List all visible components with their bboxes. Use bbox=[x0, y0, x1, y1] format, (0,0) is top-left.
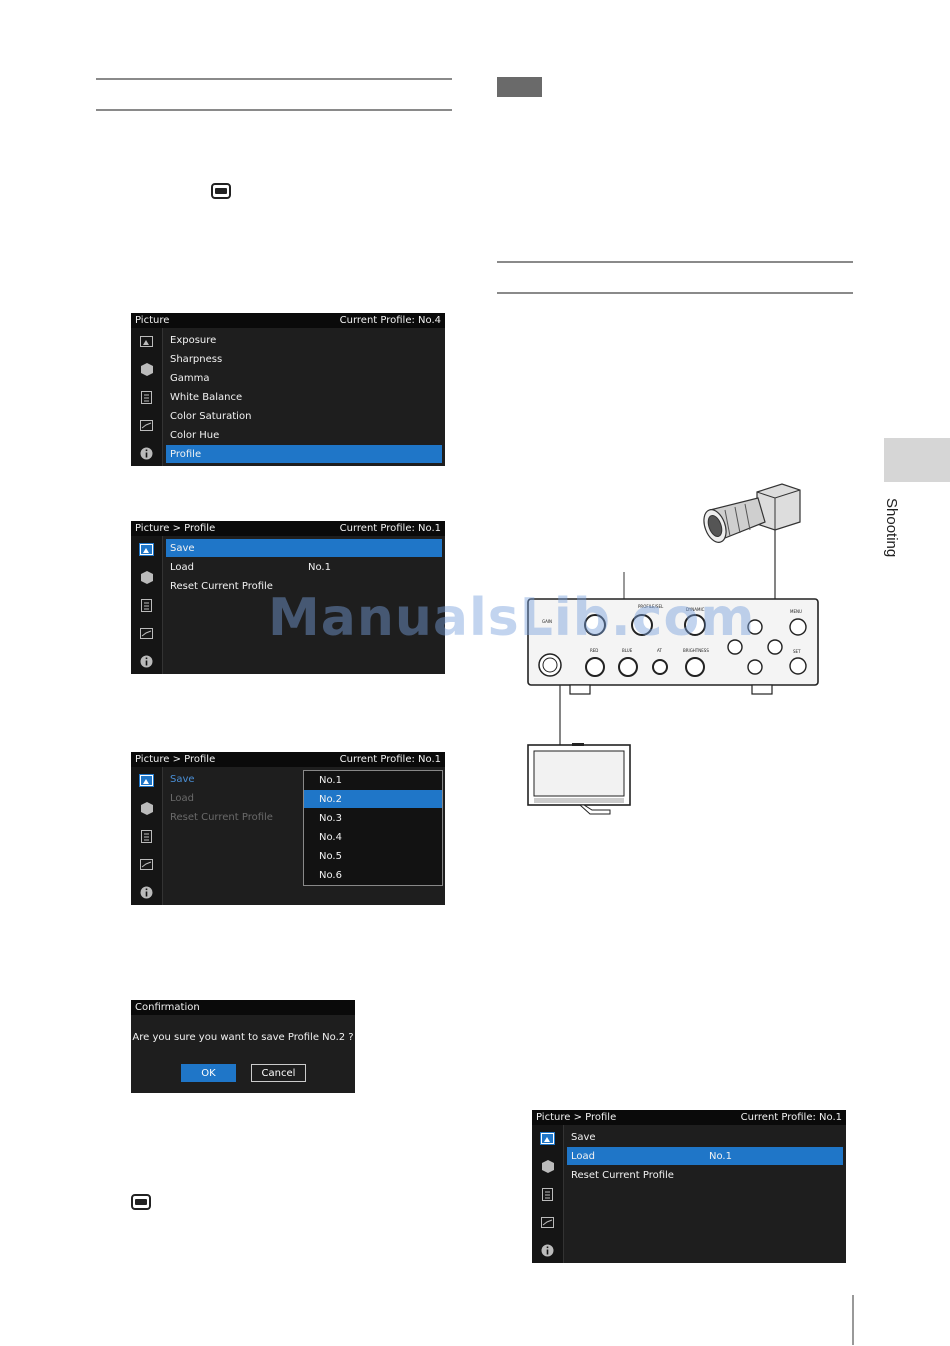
monitor bbox=[527, 743, 631, 815]
screen-title-bar: Picture > Profile Current Profile: No.1 bbox=[131, 752, 445, 767]
label-profile: PROFILE/SEL bbox=[638, 604, 664, 609]
menu-item-load-label: Load bbox=[170, 561, 194, 573]
camera-control-unit: MENU SET GAIN PROFILE/SEL DYNAMIC RED BL… bbox=[527, 598, 819, 695]
info-icon[interactable] bbox=[139, 447, 154, 460]
load-value: No.1 bbox=[709, 1150, 732, 1162]
picture-icon[interactable] bbox=[139, 335, 154, 348]
label-set: SET bbox=[793, 649, 801, 654]
menu-item-load[interactable]: Load bbox=[170, 792, 194, 804]
menu-sidebar bbox=[131, 536, 163, 674]
profile-menu-screen-dropdown: Picture > Profile Current Profile: No.1 … bbox=[131, 752, 445, 905]
current-profile: Current Profile: No.4 bbox=[339, 315, 441, 326]
watermark: ManualsLib.com bbox=[268, 588, 756, 648]
section-rule-bottom-right bbox=[497, 292, 853, 294]
graph-icon[interactable] bbox=[139, 627, 154, 640]
option-no2[interactable]: No.2 bbox=[304, 790, 442, 808]
list-icon[interactable] bbox=[139, 391, 154, 404]
menu-item-save[interactable]: Save bbox=[166, 539, 442, 557]
menu-item-save[interactable]: Save bbox=[170, 773, 195, 785]
label-blue: BLUE bbox=[622, 648, 633, 653]
confirmation-dialog: Confirmation Are you sure you want to sa… bbox=[131, 1000, 355, 1093]
label-red: RED bbox=[590, 648, 598, 653]
profile-menu-screen-save: Picture > Profile Current Profile: No.1 … bbox=[131, 521, 445, 674]
menu-item-sharpness[interactable]: Sharpness bbox=[170, 353, 223, 365]
cube-icon[interactable] bbox=[540, 1160, 555, 1173]
page-edge-rule bbox=[852, 1295, 854, 1345]
menu-item-profile[interactable]: Profile bbox=[166, 445, 442, 463]
menu-item-load-label: Load bbox=[571, 1150, 595, 1162]
section-rule-bottom bbox=[96, 109, 452, 111]
menu-sidebar bbox=[131, 328, 163, 466]
current-profile: Current Profile: No.1 bbox=[740, 1112, 842, 1123]
menu-item-color-saturation[interactable]: Color Saturation bbox=[170, 410, 252, 422]
menu-item-load[interactable]: Load No.1 bbox=[567, 1147, 843, 1165]
profile-menu-screen-load: Picture > Profile Current Profile: No.1 … bbox=[532, 1110, 846, 1263]
label-at: AT bbox=[657, 648, 662, 653]
menu-item-exposure[interactable]: Exposure bbox=[170, 334, 217, 346]
cancel-button[interactable]: Cancel bbox=[251, 1064, 306, 1082]
option-no4[interactable]: No.4 bbox=[319, 831, 342, 843]
load-value: No.1 bbox=[308, 561, 331, 573]
screen-title: Picture > Profile bbox=[135, 523, 216, 534]
label-dynamic: DYNAMIC bbox=[686, 607, 705, 612]
label-brightness: BRIGHTNESS bbox=[683, 648, 709, 653]
label-menu: MENU bbox=[790, 609, 802, 614]
menu-sidebar bbox=[131, 767, 163, 905]
current-profile: Current Profile: No.1 bbox=[339, 523, 441, 534]
menu-sidebar bbox=[532, 1125, 564, 1263]
option-no6[interactable]: No.6 bbox=[319, 869, 342, 881]
picture-icon[interactable] bbox=[540, 1132, 555, 1145]
option-no3[interactable]: No.3 bbox=[319, 812, 342, 824]
ok-button[interactable]: OK bbox=[181, 1064, 236, 1082]
list-icon[interactable] bbox=[540, 1188, 555, 1201]
cube-icon[interactable] bbox=[139, 363, 154, 376]
list-icon[interactable] bbox=[139, 599, 154, 612]
chapter-tab-label: Shooting bbox=[883, 498, 900, 558]
dialog-message: Are you sure you want to save Profile No… bbox=[132, 1032, 354, 1043]
menu-button-icon bbox=[211, 183, 231, 199]
menu-item-load[interactable]: Load No.1 bbox=[166, 558, 442, 576]
cube-icon[interactable] bbox=[139, 802, 154, 815]
current-profile: Current Profile: No.1 bbox=[339, 754, 441, 765]
dialog-title: Confirmation bbox=[135, 1002, 200, 1013]
menu-button-icon bbox=[131, 1194, 151, 1210]
chapter-tab bbox=[884, 438, 950, 482]
dialog-title-bar: Confirmation bbox=[131, 1000, 355, 1015]
menu-item-gamma[interactable]: Gamma bbox=[170, 372, 210, 384]
menu-item-white-balance[interactable]: White Balance bbox=[170, 391, 243, 403]
cube-icon[interactable] bbox=[139, 571, 154, 584]
screen-title-bar: Picture > Profile Current Profile: No.1 bbox=[532, 1110, 846, 1125]
screen-title: Picture bbox=[135, 315, 170, 326]
label-gain: GAIN bbox=[542, 619, 552, 624]
option-no1[interactable]: No.1 bbox=[319, 774, 342, 786]
note-tag bbox=[497, 77, 542, 97]
section-rule-top-right bbox=[497, 261, 853, 263]
option-no5[interactable]: No.5 bbox=[319, 850, 342, 862]
picture-icon[interactable] bbox=[139, 543, 154, 556]
menu-item-reset-current-profile[interactable]: Reset Current Profile bbox=[571, 1169, 674, 1181]
menu-item-save[interactable]: Save bbox=[571, 1131, 596, 1143]
connection-diagram: MENU SET GAIN PROFILE/SEL DYNAMIC RED BL… bbox=[527, 483, 819, 815]
graph-icon[interactable] bbox=[139, 419, 154, 432]
camera-head bbox=[703, 483, 801, 543]
screen-title-bar: Picture Current Profile: No.4 bbox=[131, 313, 445, 328]
profile-number-dropdown[interactable]: No.1 No.2 No.3 No.4 No.5 No.6 bbox=[303, 770, 443, 886]
menu-item-reset-current-profile[interactable]: Reset Current Profile bbox=[170, 580, 273, 592]
screen-title: Picture > Profile bbox=[536, 1112, 617, 1123]
picture-menu-screen: Picture Current Profile: No.4 Exposure S… bbox=[131, 313, 445, 466]
list-icon[interactable] bbox=[139, 830, 154, 843]
section-rule-top bbox=[96, 78, 452, 80]
info-icon[interactable] bbox=[540, 1244, 555, 1257]
graph-icon[interactable] bbox=[540, 1216, 555, 1229]
screen-title: Picture > Profile bbox=[135, 754, 216, 765]
picture-icon[interactable] bbox=[139, 774, 154, 787]
menu-item-reset-current-profile[interactable]: Reset Current Profile bbox=[170, 811, 273, 823]
graph-icon[interactable] bbox=[139, 858, 154, 871]
info-icon[interactable] bbox=[139, 655, 154, 668]
menu-item-color-hue[interactable]: Color Hue bbox=[170, 429, 220, 441]
info-icon[interactable] bbox=[139, 886, 154, 899]
screen-title-bar: Picture > Profile Current Profile: No.1 bbox=[131, 521, 445, 536]
